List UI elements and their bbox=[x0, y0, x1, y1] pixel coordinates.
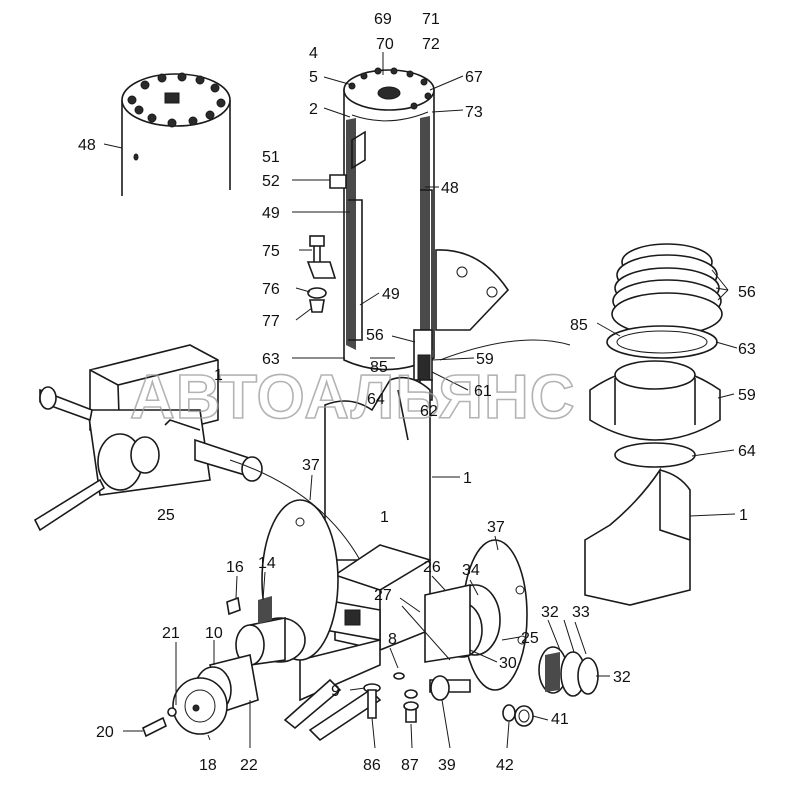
callout-73: 73 bbox=[465, 104, 483, 121]
callout-37-left: 37 bbox=[302, 457, 320, 474]
callout-85-center: 85 bbox=[370, 359, 388, 376]
leader-lines bbox=[103, 52, 738, 749]
callout-2: 2 bbox=[309, 101, 318, 118]
callout-1-left: 1 bbox=[214, 367, 223, 384]
callout-34: 34 bbox=[462, 562, 480, 579]
callout-49-upper: 49 bbox=[262, 205, 280, 222]
callout-69: 69 bbox=[374, 11, 392, 28]
callout-51: 51 bbox=[262, 149, 280, 166]
callout-27: 27 bbox=[374, 587, 392, 604]
callout-32-lower: 32 bbox=[613, 669, 631, 686]
callout-48-left: 48 bbox=[78, 137, 96, 154]
callout-59-center: 59 bbox=[476, 351, 494, 368]
callout-14: 14 bbox=[258, 555, 276, 572]
callout-76: 76 bbox=[262, 281, 280, 298]
callout-85-right: 85 bbox=[570, 317, 588, 334]
column-1-center bbox=[324, 376, 431, 561]
callout-86: 86 bbox=[363, 757, 381, 774]
callout-21: 21 bbox=[162, 625, 180, 642]
callout-9: 9 bbox=[331, 683, 340, 700]
callout-87: 87 bbox=[401, 757, 419, 774]
callout-63-center: 63 bbox=[262, 351, 280, 368]
callout-33: 33 bbox=[572, 604, 590, 621]
hub-assembly-left bbox=[141, 596, 306, 738]
callout-16: 16 bbox=[226, 559, 244, 576]
callout-1-lower: 1 bbox=[380, 509, 389, 526]
bolt-75-washers bbox=[306, 174, 347, 313]
hub-assembly-right bbox=[424, 539, 528, 701]
callout-61: 61 bbox=[474, 383, 492, 400]
callout-5: 5 bbox=[309, 69, 318, 86]
callout-32-upper: 32 bbox=[541, 604, 559, 621]
callout-71: 71 bbox=[422, 11, 440, 28]
callout-72: 72 bbox=[422, 36, 440, 53]
callout-67: 67 bbox=[465, 69, 483, 86]
watermark-text: АВТОАЛЬЯНС bbox=[130, 363, 576, 432]
callout-75: 75 bbox=[262, 243, 280, 260]
callout-26: 26 bbox=[423, 559, 441, 576]
nuts-41-42 bbox=[502, 704, 534, 727]
callout-37-right: 37 bbox=[487, 519, 505, 536]
callout-22: 22 bbox=[240, 757, 258, 774]
callout-10: 10 bbox=[205, 625, 223, 642]
callout-56-center: 56 bbox=[366, 327, 384, 344]
callout-77: 77 bbox=[262, 313, 280, 330]
cylinder-48-top-left bbox=[121, 72, 231, 196]
callout-41: 41 bbox=[551, 711, 569, 728]
bolts-lower bbox=[363, 672, 419, 723]
callout-25-left: 25 bbox=[157, 507, 175, 524]
callout-20: 20 bbox=[96, 724, 114, 741]
callout-70: 70 bbox=[376, 36, 394, 53]
callout-18: 18 bbox=[199, 757, 217, 774]
callout-1-right: 1 bbox=[739, 507, 748, 524]
callout-39: 39 bbox=[438, 757, 456, 774]
coupling-32-33 bbox=[538, 646, 599, 697]
callout-52: 52 bbox=[262, 173, 280, 190]
callout-42: 42 bbox=[496, 757, 514, 774]
callout-4: 4 bbox=[309, 45, 318, 62]
callout-49-lower: 49 bbox=[382, 286, 400, 303]
right-spring-assembly bbox=[584, 243, 723, 606]
callout-64-center: 64 bbox=[367, 391, 385, 408]
callout-59-right: 59 bbox=[738, 387, 756, 404]
callout-8: 8 bbox=[388, 631, 397, 648]
central-tube-48 bbox=[343, 67, 510, 371]
lower-bracket-27 bbox=[283, 544, 431, 742]
callout-numbers: 69 71 70 72 4 5 67 2 73 48 51 52 48 49 7… bbox=[78, 11, 756, 774]
callout-62: 62 bbox=[420, 403, 438, 420]
callout-48-center: 48 bbox=[441, 180, 459, 197]
axle-assembly-25 bbox=[33, 344, 263, 532]
callout-30: 30 bbox=[499, 655, 517, 672]
callout-1-center: 1 bbox=[463, 470, 472, 487]
callout-64-right: 64 bbox=[738, 443, 756, 460]
callout-63-right: 63 bbox=[738, 341, 756, 358]
callout-25-right: 25 bbox=[521, 630, 539, 647]
cable-line bbox=[229, 459, 361, 561]
callout-56-right: 56 bbox=[738, 284, 756, 301]
